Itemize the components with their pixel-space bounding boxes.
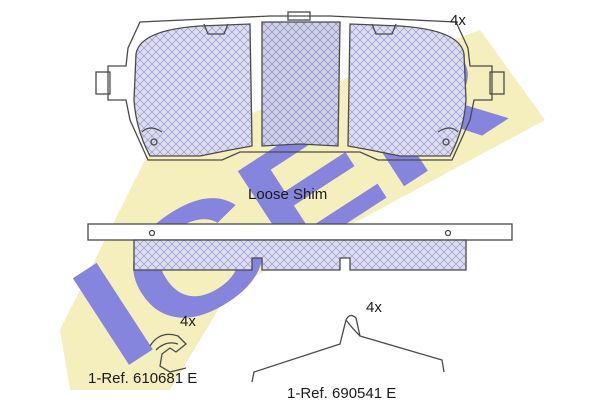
shim-hole-left [148,229,156,237]
notch-top-right [371,23,397,35]
friction-material-center [261,21,341,147]
shim-plate [87,223,513,241]
right-clip-hole [442,138,450,146]
right-retainer-detail [437,127,459,133]
notch-top-left [203,23,229,35]
shim-hole-right [444,229,452,237]
right-ear-tab [489,71,505,95]
left-retainer-detail [141,127,163,133]
clip-quantity-label: 4x [180,313,196,330]
left-clip-hole [150,138,158,146]
brake-pad-side-view [87,223,513,271]
loose-shim-caption: Loose Shim [248,186,327,203]
left-ear-tab [95,71,111,95]
clip-reference-label: 1-Ref. 610681 E [88,370,197,387]
pad-quantity-label: 4x [450,12,466,29]
retaining-clip-drawing [149,333,187,373]
spring-quantity-label: 4x [366,299,382,316]
spring-reference-label: 1-Ref. 690541 E [287,385,396,400]
backing-plate-outline [107,15,493,161]
friction-material-left [133,23,253,157]
friction-material-right [347,23,467,157]
brake-pad-front-view [95,11,505,161]
anti-rattle-spring-drawing [251,314,445,383]
top-center-tab [287,11,311,21]
side-friction-material [133,239,467,271]
